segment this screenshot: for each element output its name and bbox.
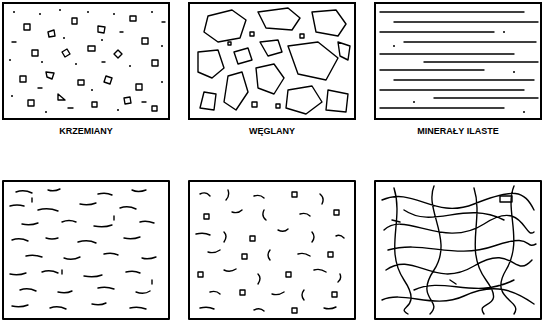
fibre-network [382,186,536,314]
panel-label: WĘGLANY [188,126,356,137]
sample-panel: MINERAŁY ILASTE [374,2,542,137]
silicate-grains [9,9,165,113]
panel-frame [188,2,356,120]
panel-frame [2,2,170,120]
carbonate-grains [198,8,350,114]
flake-texture [10,189,156,309]
clay-layers [380,12,538,113]
fragment-texture [196,190,344,313]
panel-label: KRZEMIANY [2,126,170,137]
panel-frame [3,181,169,319]
panel-frame [375,181,541,319]
panel-frame [374,2,542,120]
sample-panel: KRZEMIANY [2,2,170,137]
panel-label: MINERAŁY ILASTE [374,126,542,137]
sample-panel: WĘGLANY [188,2,356,137]
panel-frame [189,181,355,319]
